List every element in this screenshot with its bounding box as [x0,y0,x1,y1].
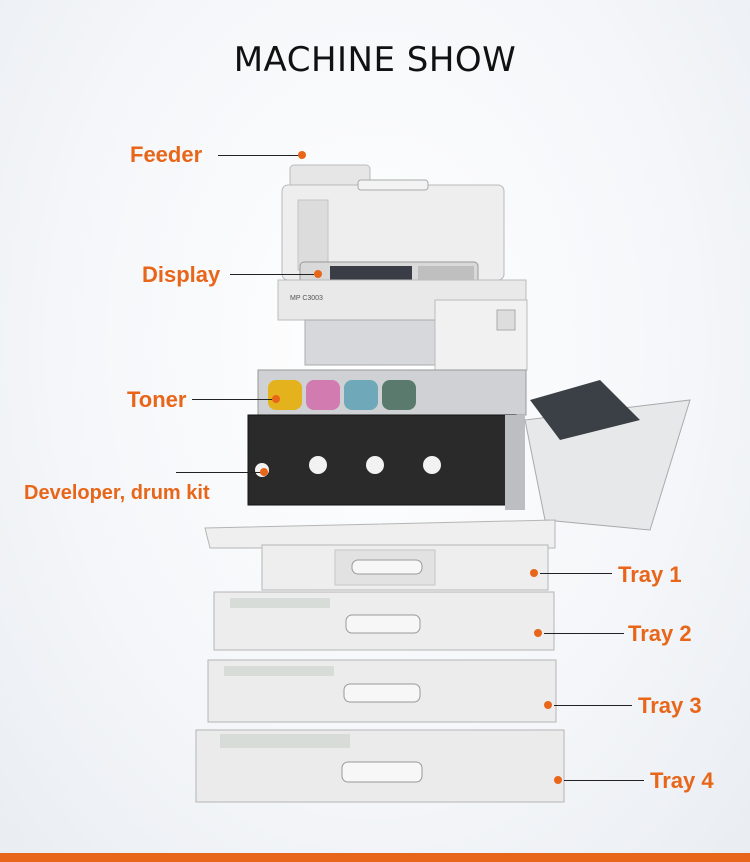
label-tray-3: Tray 3 [638,693,702,718]
dot-developer [260,468,268,476]
dot-tray-4 [554,776,562,784]
label-toner: Toner [127,387,187,412]
dot-feeder [298,151,306,159]
toner-cartridges [268,380,416,410]
leader-feeder [218,155,300,156]
leader-developer [176,472,264,473]
label-tray-2: Tray 2 [628,621,692,646]
leader-tray-3 [554,705,632,706]
dot-tray-1 [530,569,538,577]
dot-tray-2 [534,629,542,637]
label-developer: Developer, drum kit [24,482,210,504]
label-tray-4: Tray 4 [650,768,714,793]
tray-2 [213,591,555,651]
page-title: MACHINE SHOW [233,40,517,80]
label-feeder: Feeder [130,142,203,167]
label-display: Display [142,262,221,287]
tray-4 [195,729,565,803]
leader-toner [192,399,272,400]
leader-tray-2 [544,633,624,634]
label-tray-1: Tray 1 [618,562,682,587]
leader-display [230,274,314,275]
tray-3 [207,659,557,723]
leader-tray-4 [564,780,644,781]
document-feeder [281,164,505,281]
drum-units [255,456,441,477]
dot-toner [272,395,280,403]
dot-tray-3 [544,701,552,709]
tray-1 [261,544,549,591]
model-label: MP C3003 [290,295,323,302]
leader-tray-1 [540,573,612,574]
dot-display [314,270,322,278]
bottom-accent-bar [0,853,750,862]
